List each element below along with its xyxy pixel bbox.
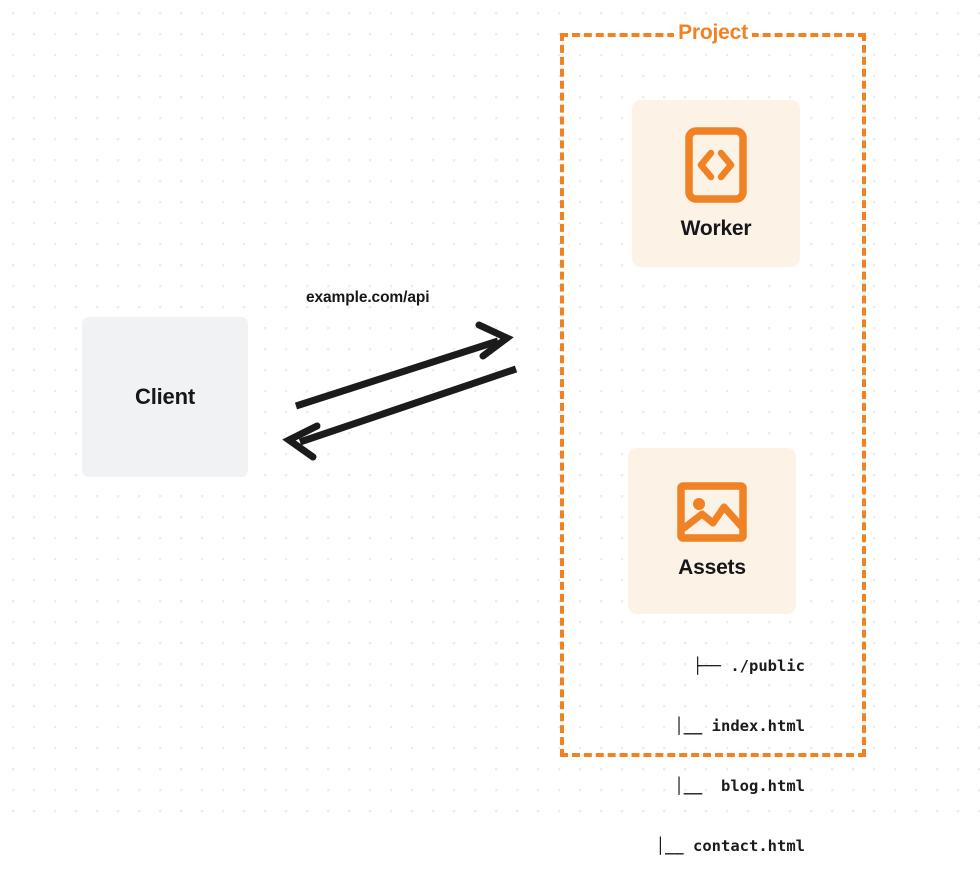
response-arrow-icon [282, 365, 518, 461]
code-brackets-icon [685, 126, 747, 203]
assets-card-label: Assets [678, 556, 746, 579]
file-tree-row: ├── ./public [693, 657, 805, 675]
assets-card[interactable]: Assets [628, 448, 796, 614]
file-tree-row: │__ blog.html [674, 777, 805, 795]
client-node[interactable]: Client [82, 317, 248, 477]
assets-file-tree: ├── ./public │__ index.html │__ blog.htm… [605, 616, 805, 896]
worker-card[interactable]: Worker [632, 100, 800, 267]
diagram-canvas: Client example.com/api Project Worker [0, 0, 980, 855]
client-node-label: Client [135, 384, 195, 409]
file-tree-row: │__ contact.html [655, 837, 805, 855]
file-tree-row: │__ index.html [674, 717, 805, 735]
image-picture-icon [677, 482, 747, 542]
worker-card-label: Worker [680, 216, 752, 240]
edge-label-request: example.com/api [306, 289, 430, 306]
request-arrow-icon [294, 321, 514, 410]
